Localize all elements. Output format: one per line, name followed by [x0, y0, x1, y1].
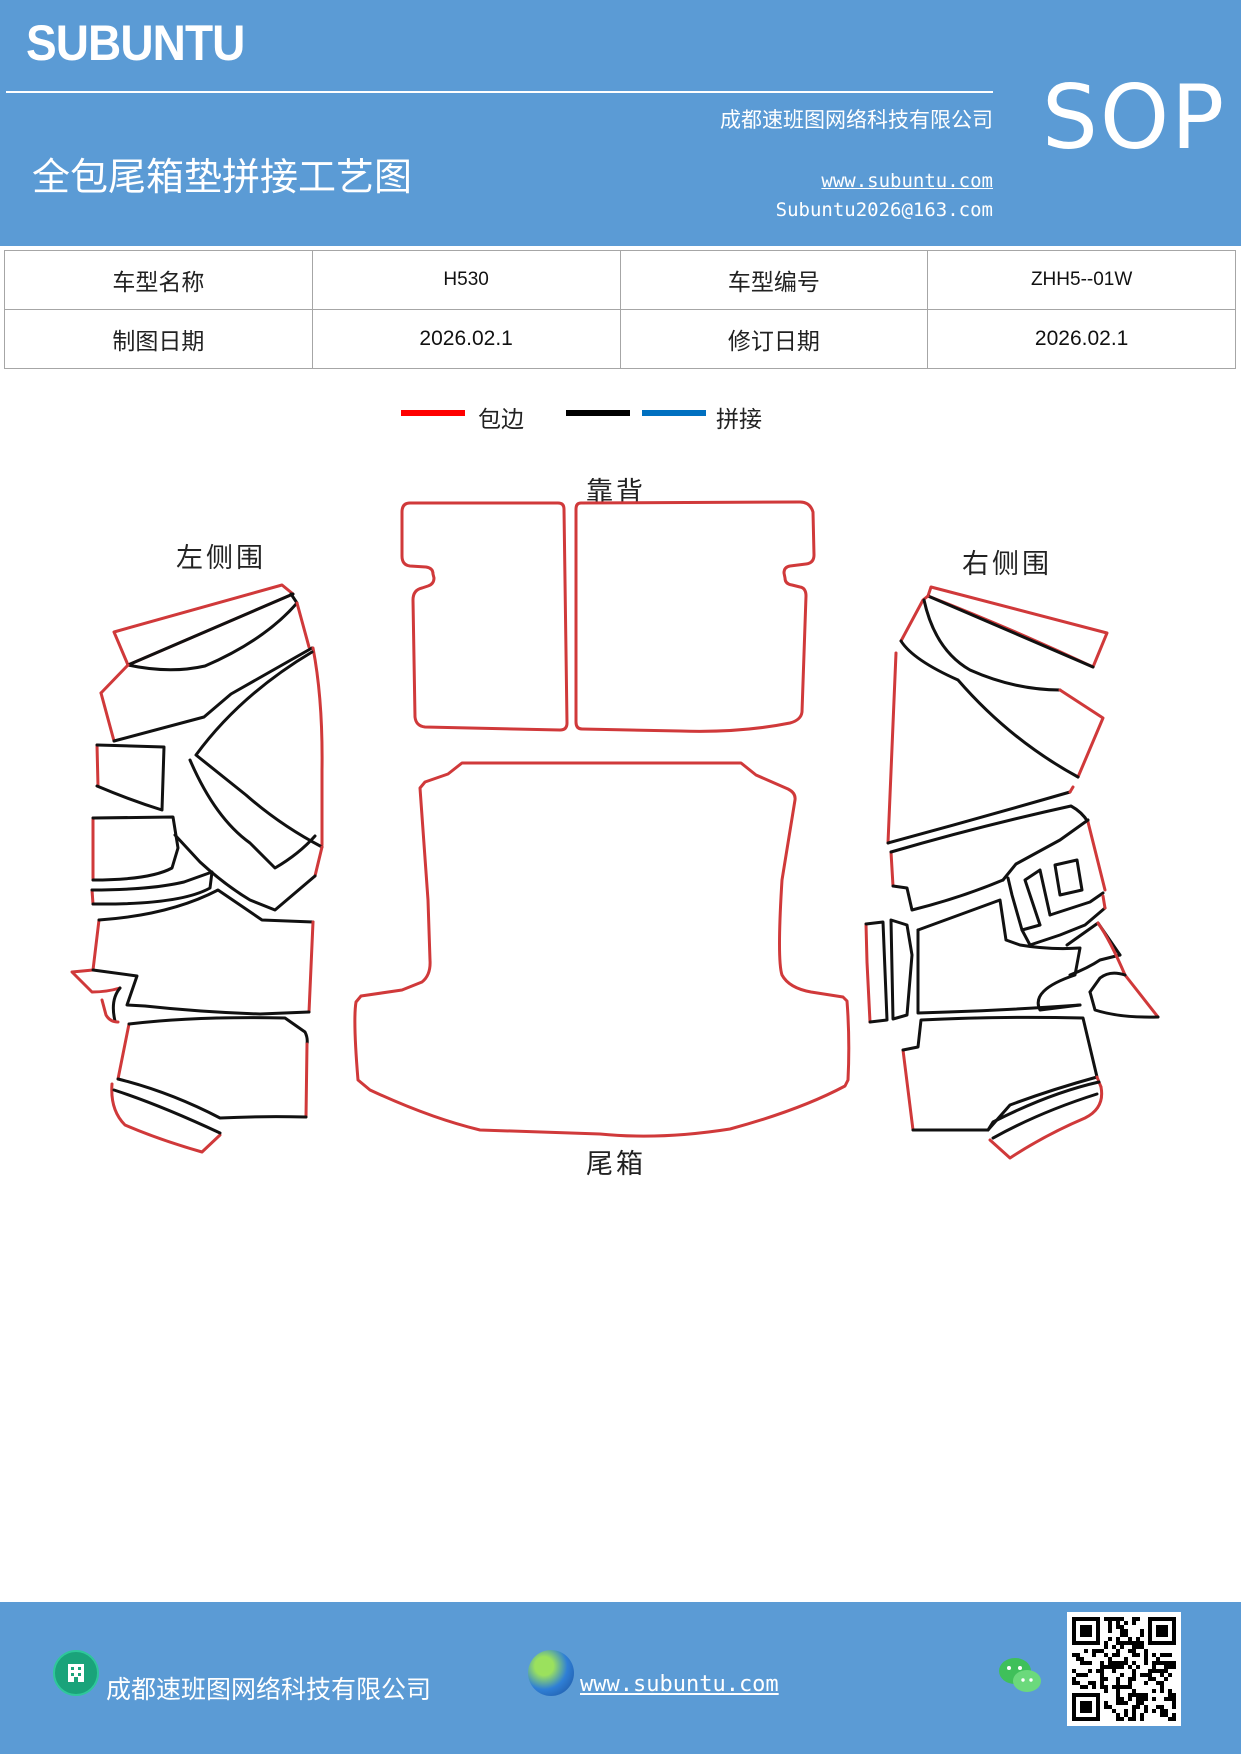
right-side-panels	[864, 585, 1160, 1160]
model-code-label: 车型编号	[619, 250, 929, 310]
page-header: SUBUNTU 成都速班图网络科技有限公司 全包尾箱垫拼接工艺图 www.sub…	[0, 0, 1241, 246]
trunk-label: 尾箱	[586, 1149, 646, 1180]
backrest-panels	[400, 500, 816, 733]
header-website-link[interactable]: www.subuntu.com	[821, 170, 993, 192]
model-code-value: ZHH5--01W	[927, 250, 1236, 310]
model-name-label: 车型名称	[4, 250, 313, 310]
draw-date-label: 制图日期	[4, 309, 313, 369]
page-footer: 成都速班图网络科技有限公司 www.subuntu.com	[0, 1602, 1241, 1754]
header-email: Subuntu2026@163.com	[775, 199, 993, 221]
legend: 包边 拼接	[0, 400, 1241, 440]
legend-seam-blue-swatch	[642, 410, 706, 416]
model-name-value: H530	[311, 250, 621, 310]
backrest-right-panel	[574, 500, 816, 733]
revise-date-value: 2026.02.1	[927, 309, 1236, 369]
legend-splice-label: 拼接	[716, 407, 762, 433]
backrest-left-panel	[400, 501, 569, 732]
right-side-label: 右侧围	[962, 549, 1052, 580]
sop-badge: SOP	[1042, 66, 1227, 169]
legend-wrap-label: 包边	[478, 407, 524, 433]
legend-seam-black-swatch	[566, 410, 630, 416]
globe-icon	[528, 1650, 574, 1696]
building-icon	[53, 1650, 99, 1696]
trunk-floor-panel	[353, 761, 851, 1138]
revise-date-label: 修订日期	[619, 309, 929, 369]
left-side-label: 左侧围	[176, 543, 266, 574]
footer-website-link[interactable]: www.subuntu.com	[580, 1672, 779, 1697]
left-side-panels	[70, 583, 324, 1154]
info-table: 车型名称 H530 车型编号 ZHH5--01W 制图日期 2026.02.1 …	[4, 250, 1236, 369]
footer-company: 成都速班图网络科技有限公司	[106, 1675, 432, 1704]
wechat-icon[interactable]	[996, 1654, 1044, 1698]
brand-logo: SUBUNTU	[26, 15, 245, 71]
qr-code[interactable]	[1067, 1612, 1181, 1726]
draw-date-value: 2026.02.1	[311, 309, 621, 369]
header-divider	[6, 91, 993, 93]
table-row: 制图日期 2026.02.1 修订日期 2026.02.1	[4, 309, 1236, 369]
legend-wrap-swatch	[401, 410, 465, 416]
table-row: 车型名称 H530 车型编号 ZHH5--01W	[4, 250, 1236, 310]
document-title: 全包尾箱垫拼接工艺图	[32, 155, 413, 199]
header-company: 成都速班图网络科技有限公司	[720, 108, 993, 132]
